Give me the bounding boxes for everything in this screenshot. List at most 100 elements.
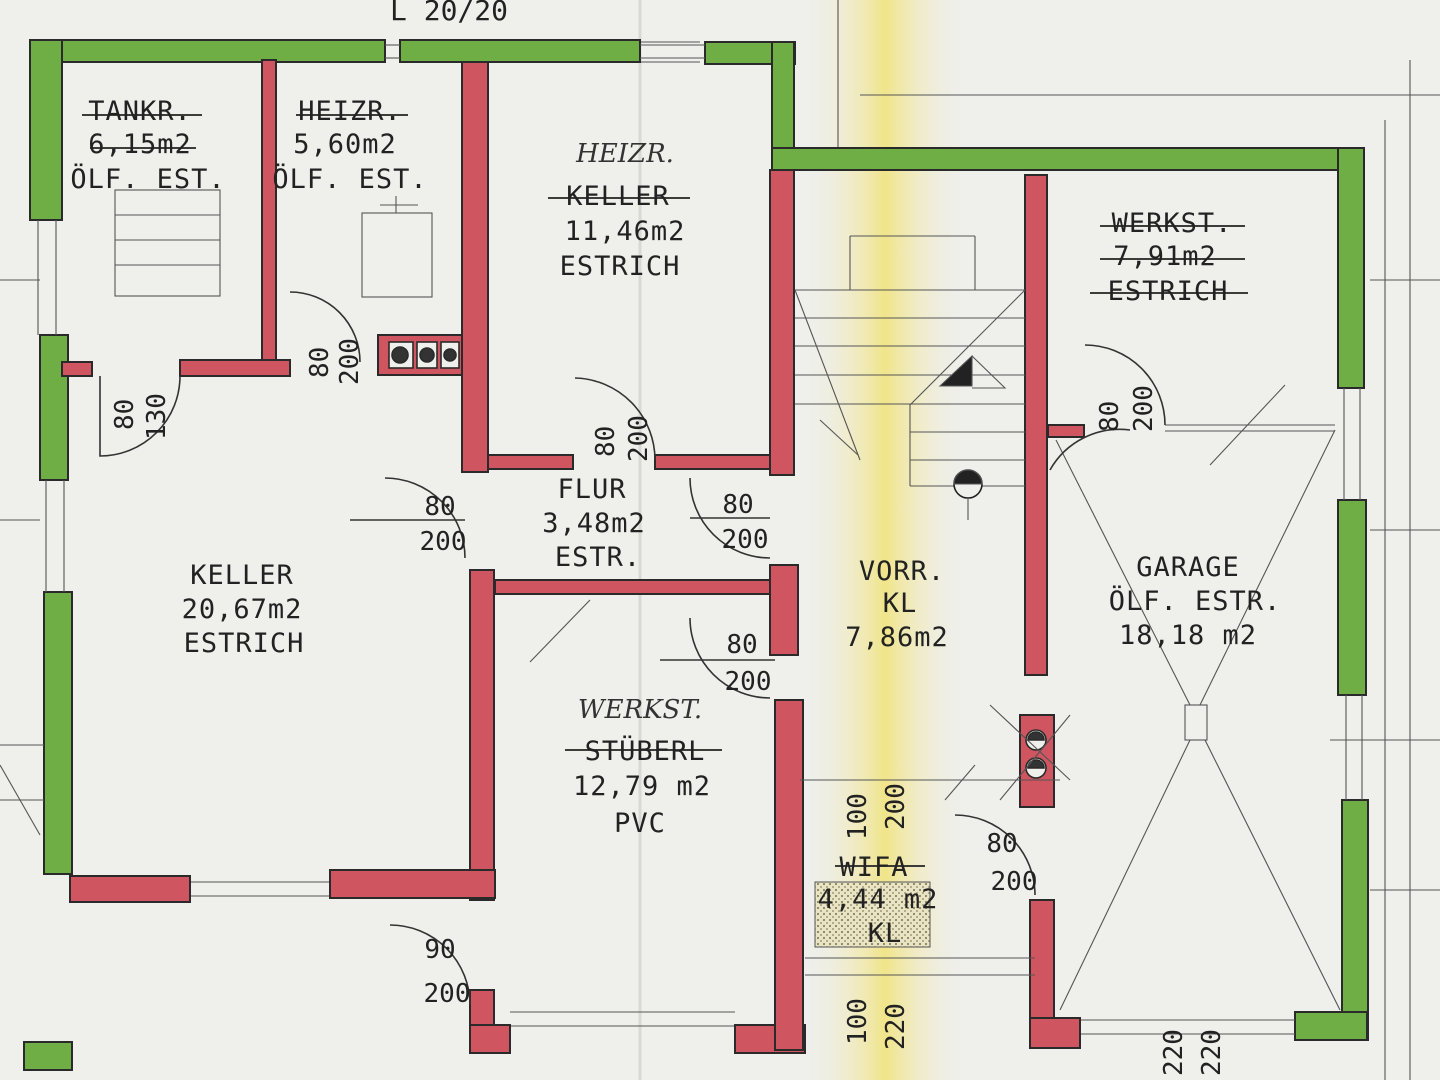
- wall-keller1-bottom-right: [654, 454, 776, 470]
- room-garage: GARAGE ÖLF. ESTR. 18,18 m2: [1109, 552, 1281, 651]
- door-swing-d9: [954, 814, 1036, 896]
- door-width: 100: [843, 793, 873, 840]
- room-area: 3,48m2: [542, 508, 646, 539]
- door-swing-d8: [389, 924, 471, 1006]
- room-name: STÜBERL: [585, 735, 706, 767]
- room-annotation: WERKST.: [578, 695, 702, 725]
- wall-tank-heiz: [261, 59, 277, 361]
- door-width: 80: [110, 399, 140, 430]
- room-name: WERKST.: [1112, 208, 1233, 239]
- room-name: HEIZR.: [298, 96, 402, 127]
- door-d6: 80 200: [725, 630, 772, 697]
- wall-notch-right: [769, 169, 795, 476]
- room-floor: ESTRICH: [184, 628, 305, 659]
- room-floor: ÖLF. EST.: [70, 163, 225, 195]
- door-swing-d5: [689, 477, 771, 559]
- wall-garage-corner: [1294, 1011, 1368, 1041]
- room-floor: ESTR.: [555, 542, 641, 573]
- room-keller2: KELLER 20,67m2 ESTRICH: [182, 560, 305, 659]
- door-d10: 100 200: [843, 783, 911, 840]
- door-swing-d4: [384, 477, 466, 559]
- door-d11: 100 220: [843, 998, 911, 1050]
- door-width: 90: [424, 935, 455, 965]
- wall-top-middle: [399, 39, 641, 63]
- wall-right-upper: [1337, 147, 1365, 389]
- wall-garage-wifa-lower: [1029, 899, 1055, 1026]
- room-floor: 18,18 m2: [1119, 620, 1257, 651]
- wall-stueberl-bottom: [469, 1024, 511, 1054]
- door-width: 100: [843, 998, 873, 1045]
- door-d5: 80 200: [722, 490, 769, 555]
- door-swing-d2: [289, 291, 361, 363]
- room-wifa: WIFA 4,44 m2 KL: [818, 852, 939, 949]
- door-height: 200: [725, 667, 772, 697]
- room-area: 12,79 m2: [573, 771, 711, 802]
- room-name: TANKR.: [88, 96, 192, 127]
- door-height: 220: [1197, 1029, 1227, 1076]
- door-height: 200: [424, 979, 471, 1009]
- staircase: [794, 235, 1026, 520]
- window-marks: [37, 44, 1363, 1035]
- wall-keller2-bottom-right: [329, 869, 496, 899]
- wall-top-left: [29, 39, 386, 63]
- room-vorr: VORR. KL 7,86m2: [845, 556, 948, 653]
- door-swing-garage: [1049, 428, 1131, 471]
- room-werkst1: WERKST. 7,91m2 ESTRICH: [1090, 208, 1248, 307]
- wall-garage-bottom-left: [1029, 1017, 1081, 1049]
- wall-heiz-right: [461, 61, 489, 473]
- door-width: 80: [1095, 401, 1125, 432]
- room-name: FLUR: [557, 474, 626, 505]
- room-floor: ÖLF. EST.: [272, 163, 427, 195]
- door-swing-d6: [689, 617, 771, 699]
- door-width: 80: [591, 426, 621, 457]
- wall-left-upper: [29, 39, 63, 221]
- door-swings: [99, 291, 1166, 1006]
- door-width: 80: [726, 630, 757, 660]
- room-area: 11,46m2: [565, 216, 686, 247]
- wall-right-lower: [1341, 799, 1369, 1041]
- room-stueberl: WERKST. STÜBERL 12,79 m2 PVC: [565, 695, 722, 839]
- door-d2: 80 200: [305, 338, 365, 385]
- door-height: 200: [624, 415, 654, 462]
- room-floor: PVC: [614, 808, 666, 839]
- wall-left-lower: [43, 591, 73, 875]
- door-swing-d3: [574, 377, 656, 461]
- room-heiz: HEIZR. 5,60m2 ÖLF. EST.: [272, 96, 427, 195]
- boiler-outline: [361, 212, 433, 298]
- wall-stueberl-right: [774, 699, 804, 1051]
- wifa-floor-pad: [814, 881, 931, 948]
- room-area: 5,60m2: [293, 129, 397, 160]
- wall-werkst-bottom: [1047, 424, 1085, 438]
- wall-bottom-left-stub: [23, 1041, 73, 1071]
- room-area: 6,15m2: [88, 129, 192, 160]
- wall-flur-bottom: [494, 579, 771, 595]
- door-width: 80: [305, 347, 335, 378]
- door-d8: 90 200: [424, 935, 471, 1009]
- door-height: 130: [142, 393, 172, 440]
- door-d7: 80 200: [1095, 385, 1159, 432]
- tank-outline: [114, 189, 221, 297]
- wall-tank-bottom: [179, 359, 291, 377]
- room-floor: KL: [868, 918, 903, 949]
- garage-door-lines: [1055, 384, 1341, 1011]
- interior-walls: [61, 59, 1085, 1054]
- chimney-flues: [388, 341, 1047, 779]
- door-width: 80: [722, 490, 753, 520]
- room-name: KELLER: [566, 181, 670, 212]
- room-tank: TANKR. 6,15m2 ÖLF. EST.: [70, 96, 225, 195]
- room-annotation: HEIZR.: [575, 139, 674, 169]
- room-name: WIFA: [839, 852, 908, 883]
- door-d12: 220 220: [1159, 1029, 1227, 1076]
- room-flur: FLUR 3,48m2 ESTR.: [542, 474, 646, 573]
- door-height: 200: [335, 338, 365, 385]
- exterior-walls: [23, 39, 1369, 1071]
- wall-keller2-bottom-left: [69, 875, 191, 903]
- room-area: 20,67m2: [182, 594, 303, 625]
- room-area: 4,44 m2: [818, 884, 939, 915]
- wall-stueberl-left: [469, 569, 495, 901]
- room-name: VORR.: [859, 556, 945, 587]
- door-height: 200: [881, 783, 911, 830]
- room-floor: ESTRICH: [560, 251, 681, 282]
